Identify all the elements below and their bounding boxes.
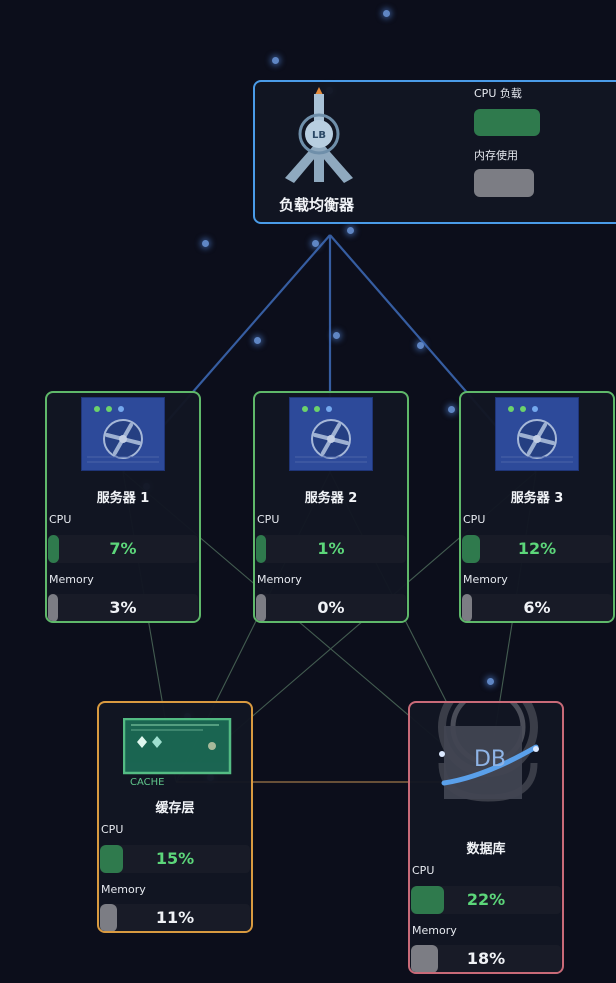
- particle: [254, 337, 261, 344]
- cache-icon-label: CACHE: [130, 777, 165, 788]
- memory-label: Memory: [101, 883, 146, 896]
- load-balancer-node[interactable]: LB 负载均衡器 CPU 负载 内存使用: [253, 80, 616, 224]
- memory-meter: 18%: [411, 945, 561, 972]
- particle: [202, 240, 209, 247]
- memory-value: 0%: [317, 598, 345, 617]
- database-icon: DB: [438, 703, 539, 802]
- particle: [272, 57, 279, 64]
- memory-fill: [48, 594, 58, 621]
- cache-title: 缓存层: [155, 801, 195, 816]
- memory-value: 3%: [109, 598, 137, 617]
- memory-label: Memory: [463, 573, 508, 586]
- server-node-3[interactable]: 服务器 3 CPU 12% Memory 6%: [459, 391, 615, 623]
- memory-label: Memory: [257, 573, 302, 586]
- lb-icon-text: LB: [312, 130, 326, 141]
- particle: [417, 342, 424, 349]
- cpu-fill: [411, 886, 444, 914]
- cpu-label: CPU: [49, 513, 72, 526]
- memory-meter: 11%: [100, 904, 250, 931]
- cpu-meter: 15%: [100, 845, 250, 873]
- memory-value: 6%: [523, 598, 551, 617]
- cpu-fill: [100, 845, 123, 873]
- cpu-label: CPU: [101, 823, 124, 836]
- cpu-meter: 1%: [256, 535, 406, 563]
- db-icon-text: DB: [474, 747, 506, 772]
- particle: [448, 406, 455, 413]
- memory-value: 18%: [466, 949, 506, 968]
- cpu-label: CPU: [412, 864, 435, 877]
- server-node-2[interactable]: 服务器 2 CPU 1% Memory 0%: [253, 391, 409, 623]
- cpu-value: 15%: [155, 849, 195, 868]
- cpu-meter: 7%: [48, 535, 198, 563]
- lb-title: 负载均衡器: [279, 196, 355, 214]
- lb-memory-label: 内存使用: [474, 149, 518, 162]
- cpu-label: CPU: [257, 513, 280, 526]
- memory-meter: 6%: [462, 594, 612, 621]
- lb-memory-bar: [474, 169, 534, 197]
- server-node-1[interactable]: 服务器 1 CPU 7% Memory 3%: [45, 391, 201, 623]
- cpu-fill: [48, 535, 59, 563]
- cpu-meter: 22%: [411, 886, 561, 914]
- particle: [347, 227, 354, 234]
- server-name: 服务器 1: [96, 491, 150, 506]
- memory-fill: [100, 904, 117, 931]
- memory-value: 11%: [155, 908, 195, 927]
- load-balancer-icon: LB: [285, 87, 353, 183]
- server-icon: [289, 397, 373, 471]
- particle: [333, 332, 340, 339]
- cache-node[interactable]: CACHE 缓存层 CPU 15% Memory 11%: [97, 701, 253, 933]
- memory-meter: 0%: [256, 594, 406, 621]
- lb-cpu-bar: [474, 109, 540, 136]
- database-title: 数据库: [466, 842, 506, 857]
- server-icon: [495, 397, 579, 471]
- cpu-value: 7%: [109, 539, 137, 558]
- memory-fill: [411, 945, 438, 972]
- cpu-label: CPU: [463, 513, 486, 526]
- memory-meter: 3%: [48, 594, 198, 621]
- memory-label: Memory: [49, 573, 94, 586]
- cpu-meter: 12%: [462, 535, 612, 563]
- server-name: 服务器 2: [304, 491, 358, 506]
- particle: [487, 678, 494, 685]
- lb-cpu-label: CPU 负载: [474, 87, 522, 100]
- server-name: 服务器 3: [510, 491, 564, 506]
- server-icon: [81, 397, 165, 471]
- particle: [383, 10, 390, 17]
- cpu-value: 1%: [317, 539, 345, 558]
- database-node[interactable]: DB 数据库 CPU 22% Memory 18%: [408, 701, 564, 974]
- cpu-value: 22%: [466, 890, 506, 909]
- cache-icon: [123, 718, 232, 775]
- cpu-value: 12%: [517, 539, 557, 558]
- memory-label: Memory: [412, 924, 457, 937]
- particle: [312, 240, 319, 247]
